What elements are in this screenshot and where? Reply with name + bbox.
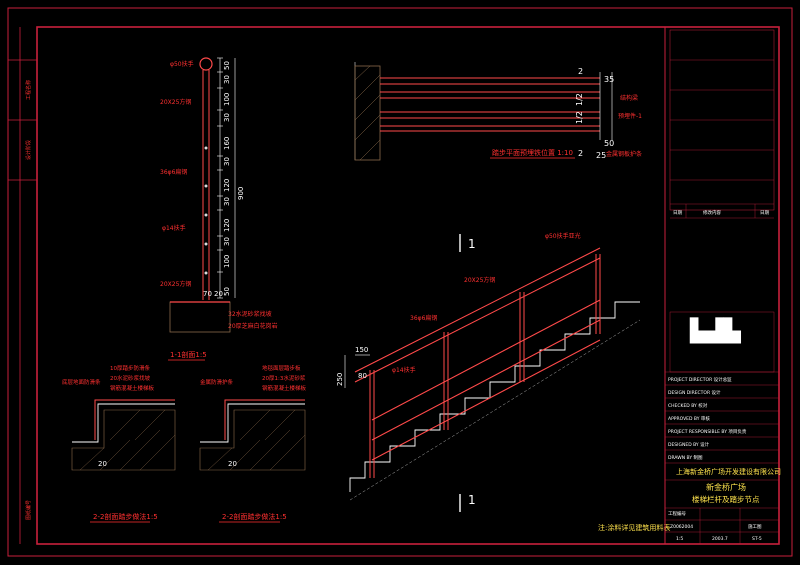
tb-scale: 1:5: [676, 536, 683, 542]
elev-title: 1-1剖面1:5: [170, 350, 207, 359]
base-slab: [169, 301, 231, 333]
plan-dim-2: 35: [604, 75, 614, 84]
tb-table-hdr-3: 日期: [760, 210, 769, 216]
elevation-1-1: 50 30 100 30 160 30 120 30 120 30 100 70…: [160, 57, 278, 361]
drawing-note: 注:涂料详见建筑用料表: [598, 523, 670, 532]
det-right-label-2: 20厚1:3水泥砂浆: [262, 374, 306, 382]
elev-label-6: 32水泥砂浆找坡: [228, 310, 272, 318]
dim-13: 20: [214, 290, 223, 298]
dim-14: 50: [223, 287, 231, 296]
tb-row-4: APPROVED BY 审核: [668, 415, 710, 422]
det-right-label-3: 钢筋混凝土楼梯板: [262, 384, 307, 392]
stair-section: 150 80 250 φ50扶手亚光 20X25方钢 36φ6扁钢 φ14扶手 …: [336, 232, 641, 512]
det-left-title: 2-2剖面踏步做法1:5: [93, 512, 158, 521]
plan-label-1: 结构梁: [620, 94, 638, 102]
tb-company: 上海新金桥广场开发建设有限公司: [676, 467, 781, 476]
elev-label-5: 20X25方钢: [160, 280, 191, 288]
tb-row-5: PROJECT RESPONSIBLE BY 项目负责: [668, 428, 747, 435]
logo-glyph: ▙▟▙: [689, 317, 742, 344]
plan-label-3: 金属钢板护条: [606, 150, 642, 158]
dim-7: 120: [223, 179, 231, 192]
strip-label-2: 设计阶段: [25, 140, 32, 160]
dim-12: 70: [203, 290, 212, 298]
det-right-title: 2-2剖面踏步做法1:5: [222, 512, 287, 521]
plan-label-2: 预埋件-1: [618, 112, 642, 120]
tb-row-7: DRAWN BY 制图: [668, 454, 703, 461]
title-block: 日期 修改内容 日期 ▙▟▙ PROJECT DIRECTOR 设计总监 DES…: [664, 27, 781, 544]
elev-label-2: 20X25方钢: [160, 98, 191, 106]
elev-label-4: φ14扶手: [162, 224, 186, 232]
dim-6: 30: [223, 157, 231, 166]
section-marker-top: 1: [468, 237, 476, 251]
dim-11: 100: [223, 255, 231, 268]
det-left-label-1: 10厚踏步防滑条: [110, 364, 150, 372]
plan-dim-6: 25: [596, 151, 606, 160]
stair-label-1: φ50扶手亚光: [545, 232, 581, 240]
stair-label-4: φ14扶手: [392, 366, 416, 374]
det-left-label-3: 钢筋混凝土楼梯板: [110, 384, 155, 392]
det-left-label-2: 20水泥砂浆找坡: [110, 374, 150, 382]
plan-dim-5: 50: [604, 139, 614, 148]
tb-row-6: DESIGNED BY 设计: [668, 441, 710, 448]
stair-dim-3: 250: [336, 373, 344, 386]
tb-table-hdr-2: 修改内容: [703, 209, 721, 216]
outer-frame: [7, 7, 793, 557]
dim-5: 160: [223, 137, 231, 150]
plan-dim-1: 2: [578, 67, 583, 76]
detail-2-2-left: 10厚踏步防滑条 20水泥砂浆找坡 钢筋混凝土楼梯板 底层地面防滑条 20 2-…: [62, 364, 176, 523]
company-logo-area: [669, 311, 775, 373]
stair-dim-2: 80: [358, 372, 367, 380]
tb-sheet: ST-5: [752, 536, 762, 542]
det-right-label-4: 金属防滑护条: [200, 378, 234, 386]
dim-10: 30: [223, 237, 231, 246]
handrail-tube-section: [199, 57, 213, 71]
dim-9: 120: [223, 219, 231, 232]
plan-title-dim: 2: [578, 149, 583, 158]
dim-total: 900: [237, 187, 245, 200]
section-marker-bottom: 1: [468, 493, 476, 507]
plan-dim-4: 1/2: [575, 111, 584, 124]
tb-project-no-label: 工程编号: [668, 510, 686, 517]
det-left-dim: 20: [98, 460, 107, 468]
dim-2: 30: [223, 75, 231, 84]
inner-frame: [36, 26, 780, 545]
detail-2-2-right: 地毯面层踏步板 20厚1:3水泥砂浆 钢筋混凝土楼梯板 金属防滑护条 20 2-…: [199, 364, 307, 523]
dim-8: 30: [223, 197, 231, 206]
tb-row-3: CHECKED BY 校对: [668, 402, 708, 409]
det-right-label-1: 地毯面层踏步板: [262, 364, 301, 372]
tb-table-hdr-1: 日期: [673, 210, 682, 216]
elev-label-3: 36φ6扁钢: [160, 168, 187, 176]
elev-label-7: 20厚芝麻白花岗岩: [228, 322, 278, 330]
left-binding-strip: 工程名称 设计阶段 图纸编号: [8, 27, 37, 544]
tb-project: 新金桥广场: [706, 482, 746, 492]
tb-row-2: DESIGN DIRECTOR 设计: [668, 389, 721, 396]
dim-4: 30: [223, 113, 231, 122]
dim-3: 100: [223, 93, 231, 106]
tb-project-no: Z0062004: [670, 524, 693, 530]
tb-stage: 施工图: [748, 523, 762, 530]
tb-date: 2003.7: [712, 536, 728, 542]
tb-drawing-title: 楼梯栏杆及踏步节点: [692, 494, 760, 504]
dim-1: 50: [223, 61, 231, 70]
plan-detail: 2 35 1/2 1/2 50 25 结构梁 预埋件-1 金属钢板护条 踏步平面…: [354, 62, 642, 161]
stair-label-3: 36φ6扁钢: [410, 314, 437, 322]
stair-label-2: 20X25方钢: [464, 276, 495, 284]
strip-label-1: 工程名称: [25, 80, 32, 100]
det-left-label-4: 底层地面防滑条: [62, 378, 101, 386]
plan-title: 踏步平面预埋铁位置 1:10: [492, 148, 573, 157]
stair-dim-1: 150: [355, 346, 368, 354]
tb-row-1: PROJECT DIRECTOR 设计总监: [668, 376, 732, 383]
elev-label-1: φ50扶手: [170, 60, 194, 68]
strip-label-3: 图纸编号: [25, 500, 32, 520]
plan-dim-3: 1/2: [575, 93, 584, 106]
det-right-dim: 20: [228, 460, 237, 468]
